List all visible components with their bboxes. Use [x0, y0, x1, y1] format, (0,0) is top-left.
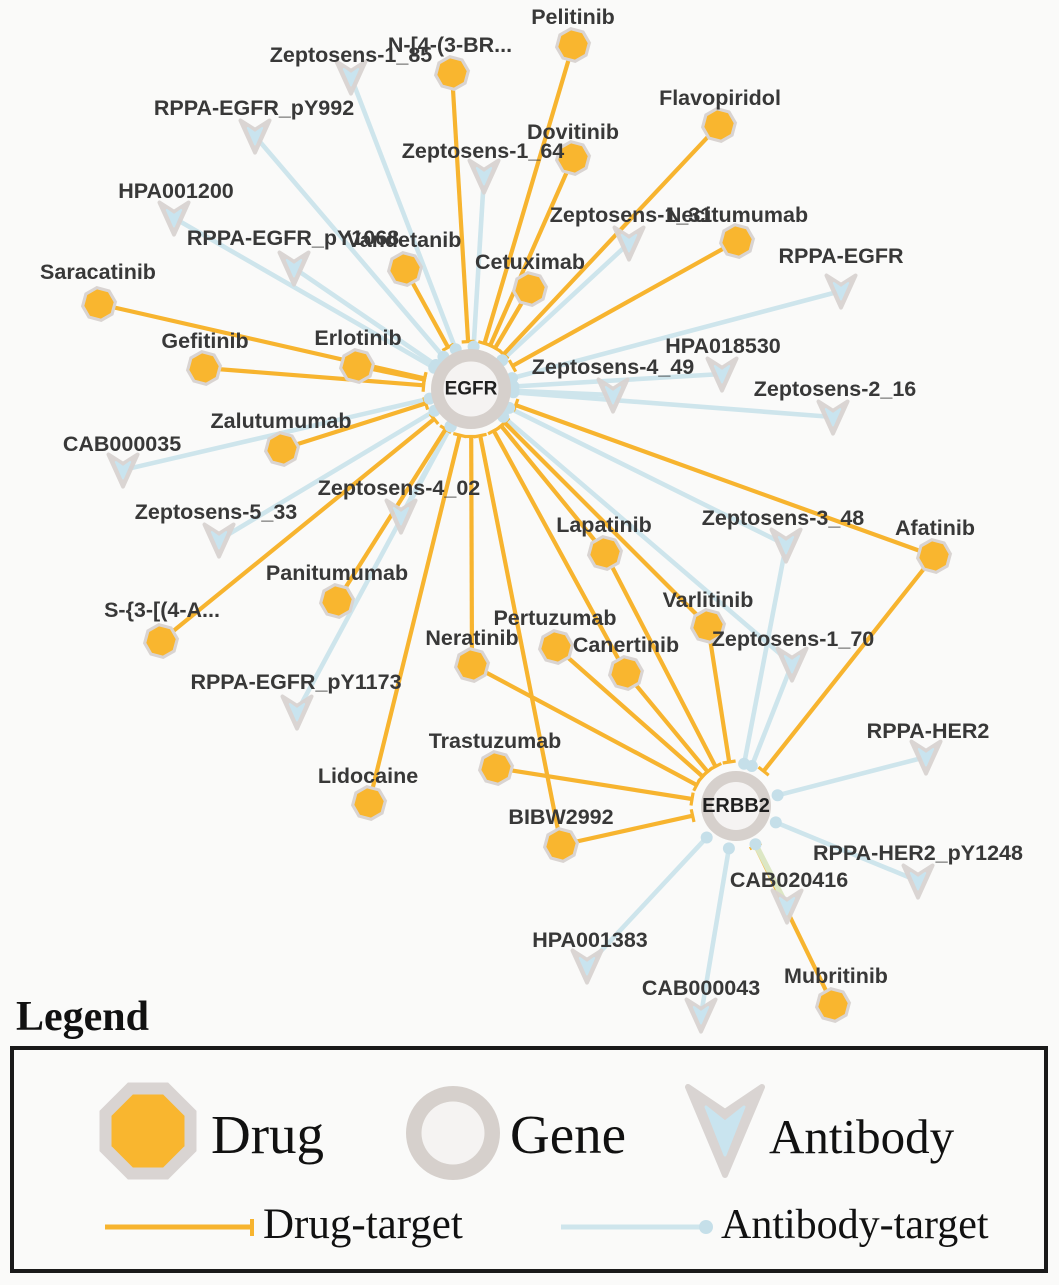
svg-text:S-{3-[(4-A...: S-{3-[(4-A... — [104, 598, 220, 622]
svg-text:Zeptosens-5_33: Zeptosens-5_33 — [135, 500, 298, 524]
svg-text:Necitumumab: Necitumumab — [666, 203, 808, 227]
svg-text:N-[4-(3-BR...: N-[4-(3-BR... — [388, 33, 512, 57]
svg-text:Zeptosens-4_49: Zeptosens-4_49 — [532, 355, 695, 379]
svg-text:RPPA-EGFR: RPPA-EGFR — [778, 244, 903, 268]
svg-text:Zeptosens-2_16: Zeptosens-2_16 — [754, 377, 917, 401]
svg-text:Afatinib: Afatinib — [895, 516, 975, 540]
svg-text:EGFR: EGFR — [445, 379, 498, 400]
svg-text:Gene: Gene — [510, 1104, 626, 1165]
svg-text:Antibody: Antibody — [769, 1109, 955, 1164]
svg-text:Zeptosens-1_70: Zeptosens-1_70 — [712, 627, 875, 651]
svg-text:Flavopiridol: Flavopiridol — [659, 86, 781, 110]
svg-text:Zeptosens-1_64: Zeptosens-1_64 — [402, 139, 565, 163]
svg-text:Neratinib: Neratinib — [425, 626, 518, 650]
svg-text:Zeptosens-1_85: Zeptosens-1_85 — [270, 43, 433, 67]
svg-text:Dovitinib: Dovitinib — [527, 120, 619, 144]
svg-text:Zeptosens-3_48: Zeptosens-3_48 — [702, 506, 865, 530]
svg-text:Panitumumab: Panitumumab — [266, 561, 408, 585]
svg-text:HPA018530: HPA018530 — [665, 334, 781, 358]
svg-text:CAB000035: CAB000035 — [63, 432, 181, 456]
svg-text:Pelitinib: Pelitinib — [531, 5, 615, 29]
svg-text:CAB000043: CAB000043 — [642, 976, 760, 1000]
svg-text:RPPA-HER2: RPPA-HER2 — [867, 719, 990, 743]
svg-text:Canertinib: Canertinib — [573, 633, 679, 657]
svg-text:Zeptosens-4_02: Zeptosens-4_02 — [318, 476, 481, 500]
svg-text:RPPA-EGFR_pY992: RPPA-EGFR_pY992 — [154, 96, 354, 120]
svg-text:Lidocaine: Lidocaine — [318, 764, 418, 788]
svg-text:Lapatinib: Lapatinib — [556, 513, 652, 537]
svg-text:Varlitinib: Varlitinib — [663, 588, 754, 612]
svg-text:CAB020416: CAB020416 — [730, 868, 848, 892]
svg-text:Gefitinib: Gefitinib — [161, 329, 248, 353]
svg-text:Zeptosens-1_31: Zeptosens-1_31 — [550, 203, 713, 227]
svg-text:RPPA-EGFR_pY1173: RPPA-EGFR_pY1173 — [190, 670, 401, 694]
svg-text:Drug: Drug — [211, 1104, 324, 1165]
svg-text:HPA001200: HPA001200 — [118, 179, 234, 203]
svg-text:Erlotinib: Erlotinib — [314, 326, 401, 350]
svg-text:Legend: Legend — [16, 994, 149, 1040]
svg-text:Mubritinib: Mubritinib — [784, 964, 888, 988]
svg-text:ERBB2: ERBB2 — [702, 795, 770, 817]
svg-text:Zalutumumab: Zalutumumab — [211, 409, 352, 433]
svg-text:Cetuximab: Cetuximab — [475, 250, 585, 274]
svg-text:RPPA-EGFR_pY1068: RPPA-EGFR_pY1068 — [187, 226, 399, 250]
svg-text:Pertuzumab: Pertuzumab — [493, 606, 616, 630]
svg-text:Antibody-target: Antibody-target — [721, 1202, 989, 1248]
svg-text:HPA001383: HPA001383 — [532, 928, 648, 952]
svg-text:Vandetanib: Vandetanib — [347, 228, 462, 252]
svg-text:BIBW2992: BIBW2992 — [508, 805, 613, 829]
svg-text:Drug-target: Drug-target — [263, 1201, 463, 1248]
svg-text:RPPA-HER2_pY1248: RPPA-HER2_pY1248 — [813, 841, 1023, 865]
svg-text:Trastuzumab: Trastuzumab — [429, 729, 562, 753]
svg-text:Saracatinib: Saracatinib — [40, 260, 156, 284]
